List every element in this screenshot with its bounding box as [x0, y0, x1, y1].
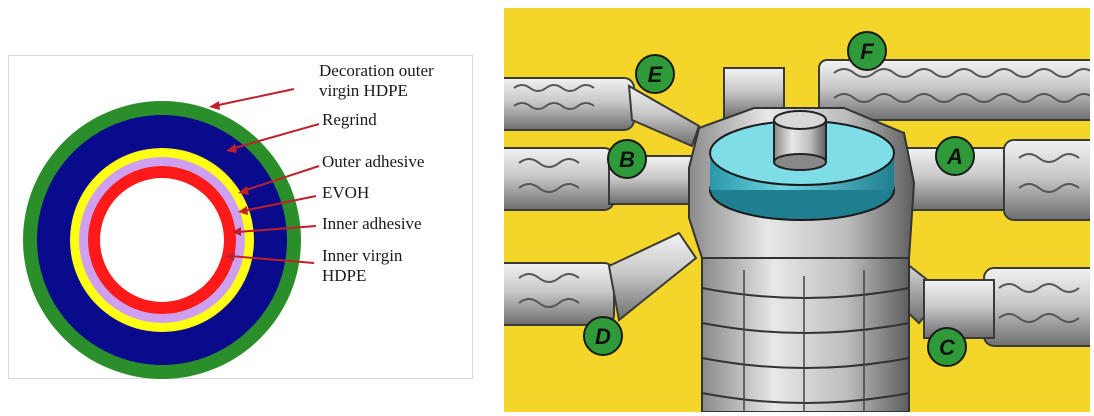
extrusion-head-svg: E F B A D C [504, 8, 1090, 412]
label-inner-virgin-line2: HDPE [322, 266, 402, 286]
label-decoration-line2: virgin HDPE [319, 81, 434, 101]
extruder-barrel-d [504, 233, 696, 325]
badge-c-letter: C [939, 335, 956, 360]
label-evoh: EVOH [322, 183, 369, 203]
badge-e-letter: E [648, 62, 664, 87]
label-outer-adhesive-line1: Outer adhesive [322, 152, 424, 172]
label-inner-virgin-line1: Inner virgin [322, 246, 402, 266]
label-decoration-outer: Decoration outer virgin HDPE [319, 61, 434, 101]
badge-e: E [636, 55, 674, 93]
extruder-barrel-a [899, 140, 1090, 220]
label-inner-virgin: Inner virgin HDPE [322, 246, 402, 286]
badge-b-letter: B [619, 147, 635, 172]
label-regrind-line1: Regrind [322, 110, 377, 130]
ring-core [100, 178, 224, 302]
layer-diagram-panel: Decoration outer virgin HDPE Regrind Out… [8, 55, 473, 379]
badge-a-letter: A [946, 144, 963, 169]
extruder-barrel-e [504, 78, 699, 146]
label-decoration-line1: Decoration outer [319, 61, 434, 81]
center-mandrel [774, 111, 826, 170]
label-inner-adhesive: Inner adhesive [322, 214, 422, 234]
badge-f: F [848, 32, 886, 70]
badge-a: A [936, 137, 974, 175]
label-regrind: Regrind [322, 110, 377, 130]
badge-d: D [584, 317, 622, 355]
badge-f-letter: F [860, 39, 874, 64]
extrusion-head-illustration: E F B A D C [504, 8, 1090, 412]
extruder-barrel-b [504, 148, 694, 210]
label-evoh-line1: EVOH [322, 183, 369, 203]
badge-c: C [928, 328, 966, 366]
label-inner-adhesive-line1: Inner adhesive [322, 214, 422, 234]
badge-b: B [608, 140, 646, 178]
arrowhead-decoration [209, 101, 220, 110]
badge-d-letter: D [595, 324, 611, 349]
label-outer-adhesive: Outer adhesive [322, 152, 424, 172]
arrow-decoration [214, 89, 294, 106]
